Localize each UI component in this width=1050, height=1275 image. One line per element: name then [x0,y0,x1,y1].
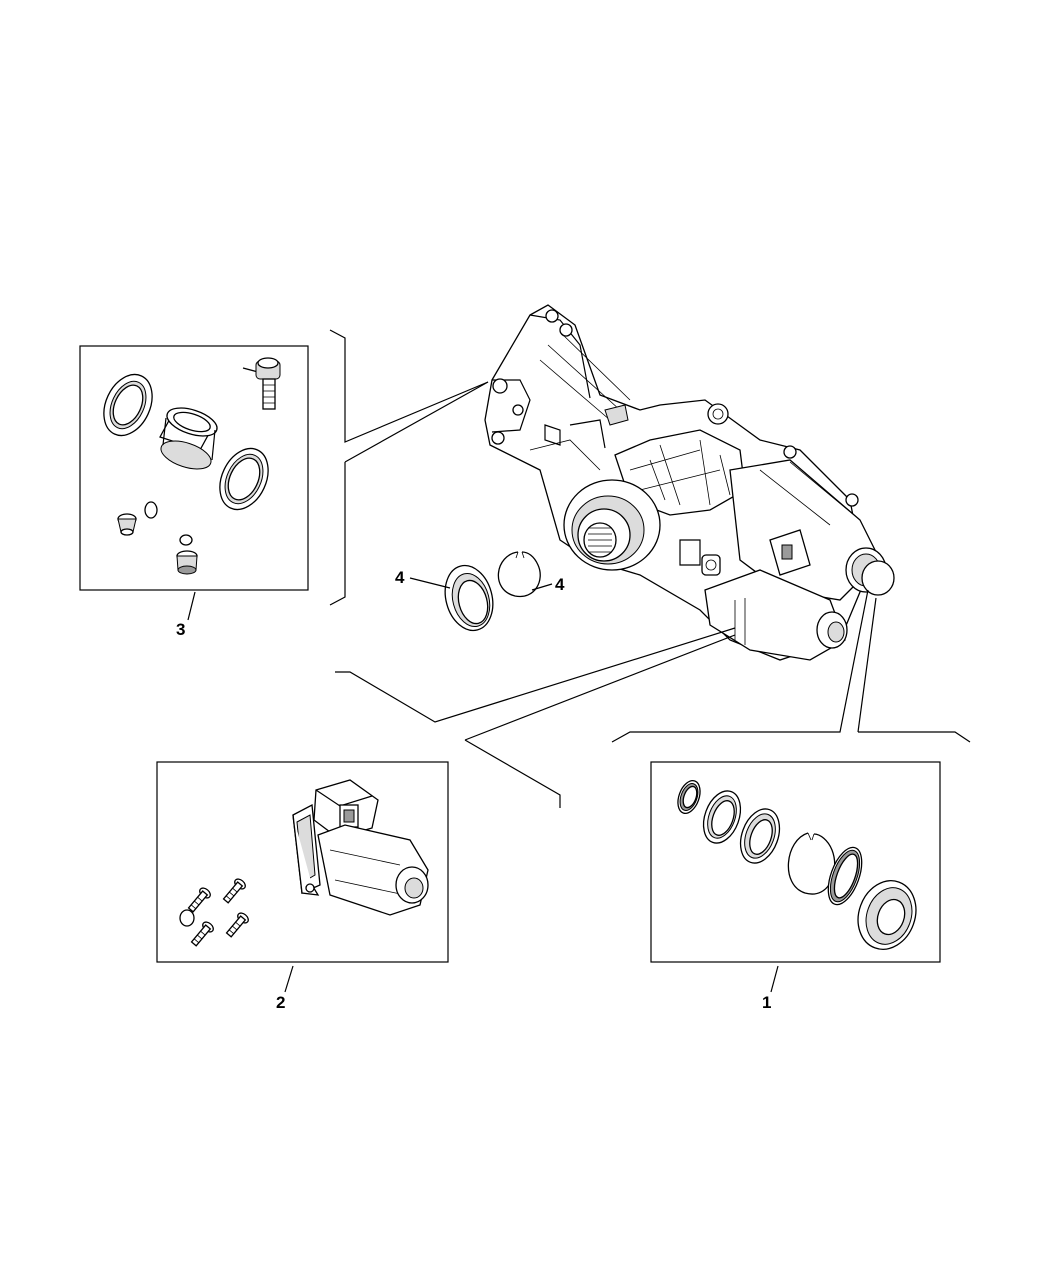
kit-2-leader [284,965,294,993]
shift-motor-housing [729,445,895,601]
kit-2-screws [187,878,249,947]
kit-2-bracket [335,627,736,808]
kit-2-shift-motor [292,779,429,916]
kit-3-leader [187,591,196,621]
kit-1-box [650,761,941,963]
kit-2-o-ring [179,909,195,927]
callout-4-left: 4 [395,568,405,587]
kit-3-drain-plug [176,550,198,575]
callout-2: 2 [276,993,285,1012]
kit-3-bracket [329,329,489,606]
callout-1: 1 [762,993,771,1012]
kit-3-bushing [159,407,218,470]
callout-3: 3 [176,620,185,639]
lower-motor [701,554,848,661]
kit-3-o-ring [144,501,158,519]
transfer-case-assembly [484,304,895,661]
kit-3-group: 3 [79,345,309,639]
kit-2-box [156,761,449,963]
kit-1-snap-ring [787,832,836,895]
item-4-right-leader [531,583,553,591]
item-4-snap-ring [497,551,541,598]
kit-1-group: 1 [650,761,941,1012]
kit-1-bracket [611,589,971,743]
item-4-left-leader [409,577,451,589]
kit-3-plug [117,513,137,536]
kit-1-seal-a [702,790,742,844]
kit-3-vent-bolt [242,357,281,410]
kit-1-output-seal [857,880,917,950]
kit-1-seal-b [739,808,781,864]
kit-1-o-ring-small [677,780,701,814]
kit-3-box [79,345,309,591]
kit-3-small-o-ring [179,534,193,546]
kit-3-seal-large [103,373,153,437]
callout-4-right: 4 [555,575,565,594]
kit-1-o-ring-large [827,846,863,906]
kit-2-group: 2 [156,761,449,1012]
front-output-flange [563,479,661,571]
item-4-seal [444,564,494,632]
kit-1-leader [770,965,779,993]
kit-3-seal-medium [219,447,269,511]
item-4-group: 4 4 [395,551,565,632]
